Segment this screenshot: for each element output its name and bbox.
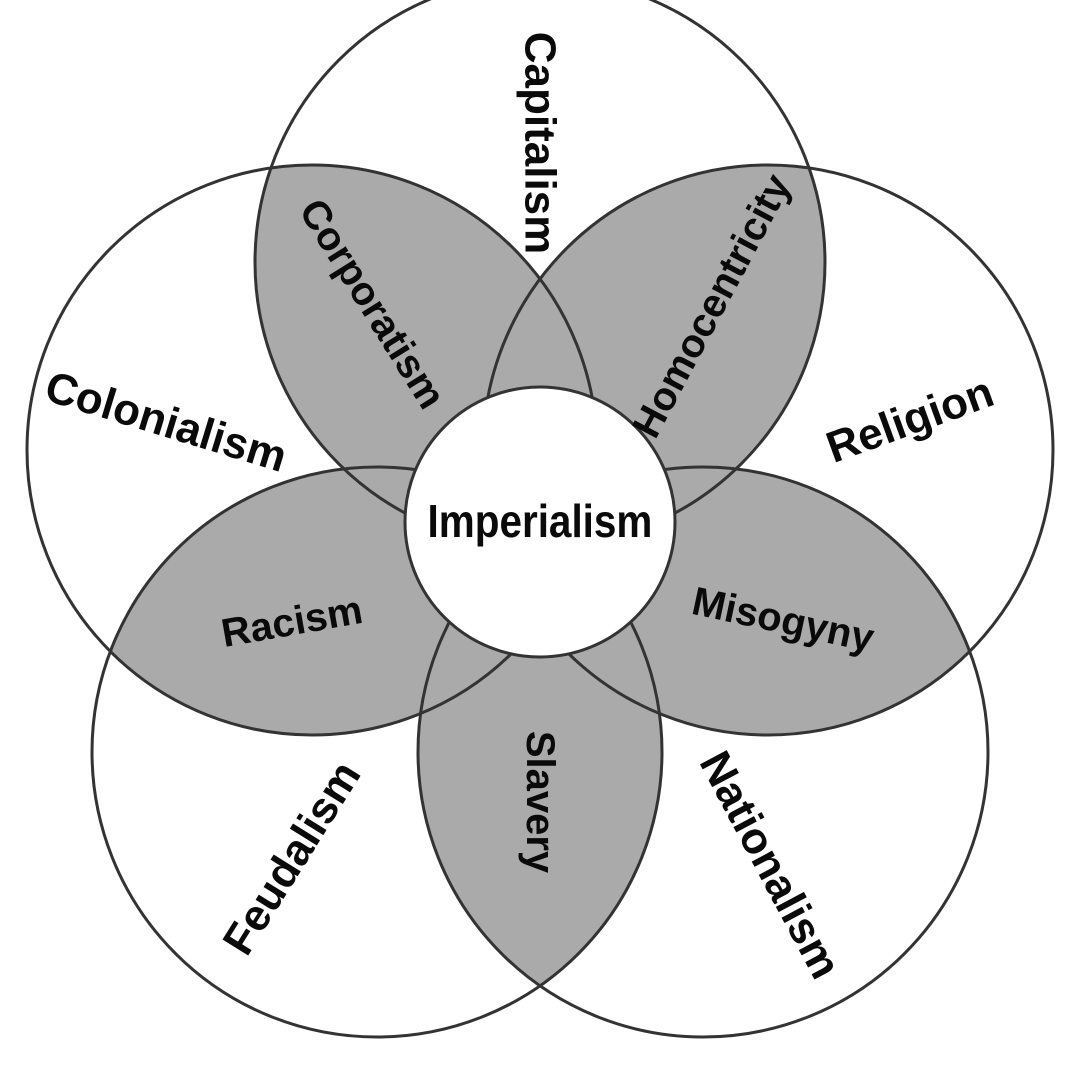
label-center: Imperialism: [428, 497, 653, 548]
label-capitalism: Capitalism: [516, 32, 565, 255]
outline-feudalism: [90, 465, 664, 1039]
circle-center: [403, 385, 677, 659]
outline-nationalism: [416, 465, 990, 1039]
label-slavery: Slavery: [518, 731, 562, 874]
